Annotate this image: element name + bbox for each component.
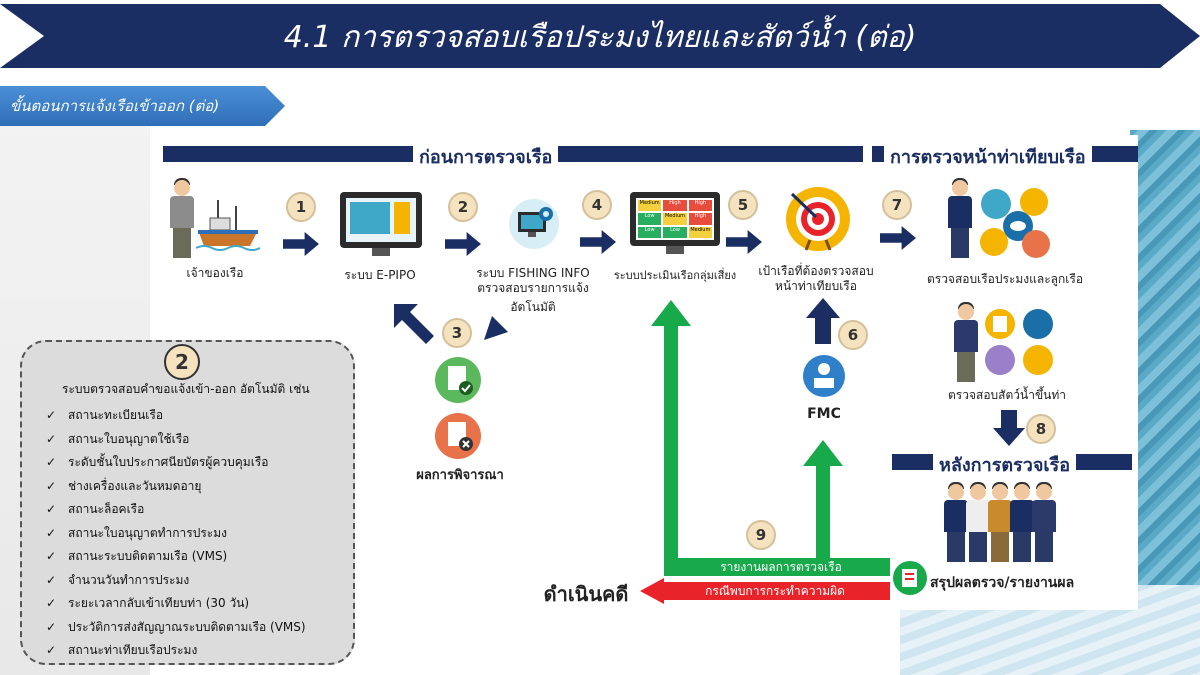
risk-cell: Medium [638,200,662,212]
label-target-1: เป้าเรือที่ต้องตรวจสอบ [758,264,874,278]
list-item: ✓ระดับชั้นใบประกาศนียบัตรผู้ควบคุมเรือ [46,451,306,475]
auto-check-list-box: 2 ระบบตรวจสอบคำขอแจ้งเข้า-ออก อัตโนมัติ … [20,340,355,665]
list-item: ✓สถานะล็อคเรือ [46,498,306,522]
inspection-icons-cluster [980,188,1050,258]
header-banner: 4.1 การตรวจสอบเรือประมงไทยและสัตว์น้ำ (ต… [0,0,1200,72]
checklist-title: ระบบตรวจสอบคำขอแจ้งเข้า-ออก อัตโนมัติ เช… [62,382,310,396]
report-band: รายงานผลการตรวจเรือ [672,558,890,576]
section-label-before: ก่อนการตรวจเรือ [413,142,559,171]
list-item: ✓สถานะทะเบียนเรือ [46,404,306,428]
inspector-figure [944,178,976,260]
check-icon: ✓ [46,549,57,563]
arrow-step-6 [806,298,840,344]
background-fish-pattern [1130,130,1200,675]
label-result: ผลการพิจารณา [416,468,504,483]
label-fishing-info-1: ระบบ FISHING INFO [476,266,590,280]
fishing-boat-icon [196,200,260,251]
step-6-badge: 6 [838,320,868,350]
section-label-port: การตรวจหน้าท่าเทียบเรือ [884,142,1092,171]
boat-owner-figure [166,178,198,260]
arrow-from-fishing-info [484,300,524,340]
arrow-to-epipo [394,304,434,344]
check-icon: ✓ [46,478,57,493]
label-summary: สรุปผลตรวจ/รายงานผล [930,575,1075,591]
list-item: ✓สถานะใบอนุญาตทำการประมง [46,522,306,546]
list-item: ✓ประวัติการส่งสัญญาณระบบติดตามเรือ (VMS) [46,616,306,640]
monitor-stand [666,246,684,254]
target-icon [786,187,850,251]
step-1-badge: 1 [286,192,316,222]
step-3-badge: 3 [442,318,472,348]
fishing-info-system-icon [509,199,559,249]
risk-cell: Medium [688,226,712,238]
label-epipo: ระบบ E-PIPO [344,268,416,282]
risk-cell: High [688,200,712,212]
check-icon: ✓ [46,572,57,587]
risk-cell: Low [638,226,662,238]
risk-cell: Low [638,213,662,225]
label-prosecute: ดำเนินคดี [543,582,629,606]
list-item: ✓ระยะเวลากลับเข้าเทียบท่า (30 วัน) [46,592,306,616]
step-7-badge: 7 [882,190,912,220]
check-icon: ✓ [46,431,57,446]
arrow-step-8 [993,410,1025,446]
list-item: ✓ช่างเครื่องและวันหมดอายุ [46,475,306,499]
list-item: ✓สถานะท่าเทียบเรือประมง [46,639,306,663]
label-owner: เจ้าของเรือ [186,266,244,280]
subtitle: ขั้นตอนการแจ้งเรือเข้าออก (ต่อ) [10,97,220,115]
label-inspect-boat: ตรวจสอบเรือประมงและลูกเรือ [926,272,1084,286]
label-inspect-fish: ตรวจสอบสัตว์น้ำขึ้นท่า [947,388,1066,402]
approved-document-icon [435,357,481,403]
label-fishing-info-2: ตรวจสอบรายการแจ้งอัตโนมัติ [477,281,589,314]
subtitle-box [0,86,285,126]
check-icon: ✓ [46,408,57,422]
label-risk: ระบบประเมินเรือกลุ่มเสี่ยง [613,269,737,282]
step-9-badge: 9 [746,520,776,550]
risk-cell: High [663,200,687,212]
check-icon: ✓ [46,643,57,657]
fmc-operator-icon [803,355,845,397]
green-line-to-fmc [816,462,830,562]
staff-group-figure [940,482,1060,570]
check-icon: ✓ [46,502,57,516]
catch-icons-cluster [985,309,1053,375]
violation-band: กรณีพบการกระทำความผิด [660,582,890,600]
checklist-items: ✓สถานะทะเบียนเรือ ✓สถานะใบอนุญาตใช้เรือ … [46,404,306,663]
officer-figure [950,302,982,384]
page-title: 4.1 การตรวจสอบเรือประมงไทยและสัตว์น้ำ (ต… [283,20,917,55]
label-fmc: FMC [807,406,841,422]
list-item: ✓สถานะใบอนุญาตใช้เรือ [46,428,306,452]
violation-arrowhead [640,578,664,604]
list-item: ✓จำนวนวันทำการประมง [46,569,306,593]
step-5-badge: 5 [728,190,758,220]
monitor-stand [372,248,390,256]
risk-cell: High [688,213,712,225]
section-label-after: หลังการตรวจเรือ [933,450,1077,479]
green-arrowhead-risk [651,300,691,326]
risk-cell: Low [663,226,687,238]
checklist-number-badge: 2 [164,344,200,380]
check-icon: ✓ [46,455,57,469]
list-item: ✓สถานะระบบติดตามเรือ (VMS) [46,545,306,569]
step-4-badge: 4 [582,190,612,220]
check-icon: ✓ [46,619,57,634]
header-bar [0,4,1200,68]
green-arrowhead-fmc [803,440,843,466]
check-icon: ✓ [46,525,57,540]
risk-monitor-icon: Medium High High Low Medium High Low Low… [630,192,720,246]
green-line-to-risk [664,322,678,576]
label-target-2: หน้าท่าเทียบเรือ [775,279,857,293]
rejected-document-icon [435,413,481,459]
epipo-monitor-icon [340,192,422,248]
step-2-badge: 2 [448,192,478,222]
check-icon: ✓ [46,596,57,610]
risk-cell: Medium [663,213,687,225]
report-icon [893,561,927,595]
step-8-badge: 8 [1026,414,1056,444]
